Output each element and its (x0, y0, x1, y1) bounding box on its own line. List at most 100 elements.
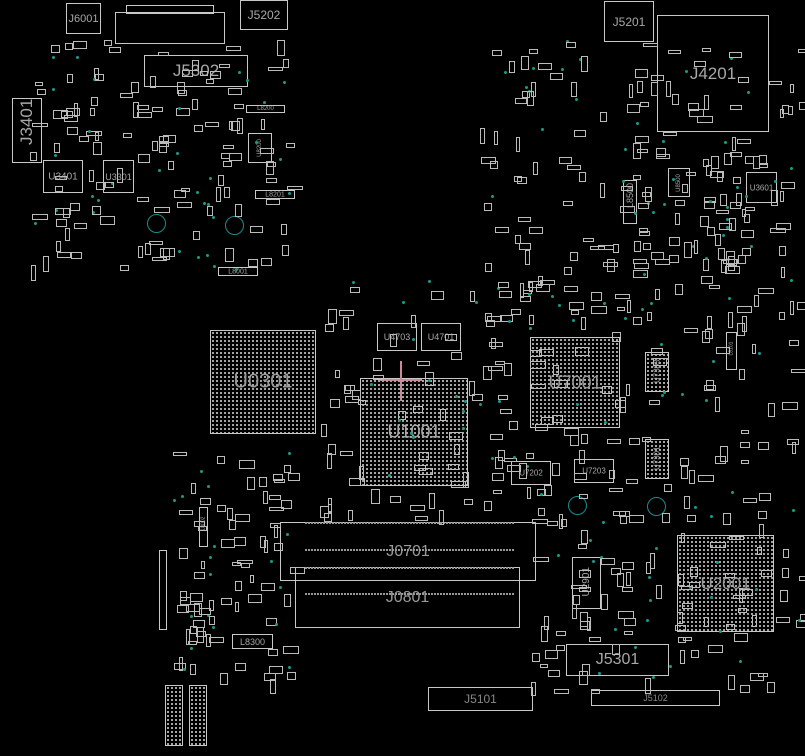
passive-component (497, 282, 509, 289)
passive-component (702, 47, 711, 53)
passive-component (680, 650, 686, 664)
via (270, 559, 274, 563)
via (254, 141, 258, 145)
passive-component (766, 682, 776, 694)
connector-top-usb-cap[interactable] (126, 5, 214, 14)
passive-component (682, 183, 688, 193)
via (288, 452, 292, 456)
via (208, 572, 212, 576)
passive-component (649, 553, 656, 570)
passive-component (717, 247, 725, 261)
passive-component (100, 216, 116, 225)
passive-component (173, 451, 188, 457)
passive-component (541, 417, 554, 425)
passive-component (723, 513, 732, 525)
passive-component (90, 96, 99, 106)
passive-component (66, 126, 79, 136)
passive-component (186, 603, 200, 613)
passive-component (463, 472, 469, 488)
inductor-l8500[interactable]: L8500 (623, 180, 637, 224)
passive-component (675, 284, 684, 295)
connector-top-usb[interactable] (115, 12, 225, 44)
connector-j5102[interactable]: J5102 (591, 690, 720, 706)
passive-component (70, 202, 80, 211)
passive-component (689, 566, 698, 578)
chip-u7301[interactable]: U7301 (645, 439, 669, 479)
passive-component (398, 411, 406, 421)
via (504, 70, 508, 74)
connector-j5101[interactable]: J5101 (428, 687, 533, 711)
passive-component (599, 183, 606, 199)
pin-row (305, 567, 515, 569)
passive-component (740, 684, 751, 694)
connector-side-strip[interactable] (159, 550, 167, 630)
passive-component (661, 513, 671, 524)
passive-component (218, 175, 224, 186)
inductor-l8300[interactable]: L8300 (232, 634, 273, 649)
passive-component (448, 463, 459, 470)
passive-component (625, 383, 630, 397)
passive-component (193, 602, 203, 618)
passive-component (662, 132, 677, 137)
passive-component (681, 585, 693, 590)
via (411, 337, 415, 341)
passive-component (709, 171, 724, 179)
passive-component (799, 614, 805, 623)
connector-pin-header[interactable] (165, 685, 183, 746)
bga-u7001[interactable]: U7001 (530, 337, 620, 428)
connector-pin-header[interactable] (189, 685, 207, 746)
passive-component (547, 670, 560, 677)
passive-component (178, 89, 187, 96)
inductor-l8001[interactable]: L8001 (218, 267, 258, 276)
passive-component (248, 259, 258, 267)
chip-u2901[interactable]: U2901 (572, 557, 601, 609)
connector-j3401[interactable]: J3401 (12, 98, 42, 163)
passive-component (581, 663, 591, 676)
passive-component (93, 141, 102, 155)
passive-component (55, 208, 72, 216)
passive-component (619, 510, 630, 517)
passive-component (620, 185, 633, 192)
via (279, 158, 283, 162)
passive-component (780, 266, 785, 279)
via (704, 257, 708, 261)
passive-component (493, 131, 498, 146)
inductor-l8101[interactable]: L8101 (726, 332, 737, 370)
via (599, 555, 603, 559)
connector-j0801[interactable]: J0801 (295, 567, 520, 628)
passive-component (609, 487, 623, 493)
passive-component (578, 449, 586, 464)
passive-component (96, 181, 106, 190)
passive-component (122, 132, 132, 138)
pin-row (305, 522, 515, 524)
inductor-l8200[interactable]: L8200 (246, 105, 285, 113)
via (93, 78, 97, 82)
passive-component (492, 49, 502, 56)
passive-component (653, 357, 668, 366)
passive-component (786, 439, 800, 446)
connector-j6001[interactable]: J6001 (66, 3, 101, 34)
connector-j4201[interactable]: J4201 (657, 15, 769, 132)
chip-u7202[interactable]: U7202 (511, 461, 551, 485)
passive-component (105, 182, 114, 188)
passive-component (226, 45, 242, 52)
passive-component (741, 247, 751, 257)
chip-u3601[interactable]: U3601 (746, 172, 777, 203)
chip-u3301[interactable]: U3301 (103, 160, 134, 193)
bga-u0301[interactable]: U0301 (210, 330, 316, 434)
chip-u7303[interactable]: U7303 (645, 352, 669, 392)
passive-component (520, 296, 531, 302)
passive-component (283, 646, 299, 654)
via (208, 176, 212, 180)
chip-u4701[interactable]: U4701 (421, 323, 461, 351)
chip-u8200[interactable]: U8200 (248, 133, 272, 163)
passive-component (103, 40, 112, 46)
chip-u8500[interactable]: U8500 (668, 168, 690, 197)
inductor-l8201[interactable]: L8201 (255, 190, 295, 199)
connector-j5201[interactable]: J5201 (604, 1, 654, 42)
passive-component (524, 250, 530, 266)
passive-component (579, 671, 588, 686)
connector-j5202[interactable]: J5202 (240, 0, 288, 30)
chip-u4703[interactable]: U4703 (377, 323, 417, 351)
passive-component (613, 243, 619, 254)
